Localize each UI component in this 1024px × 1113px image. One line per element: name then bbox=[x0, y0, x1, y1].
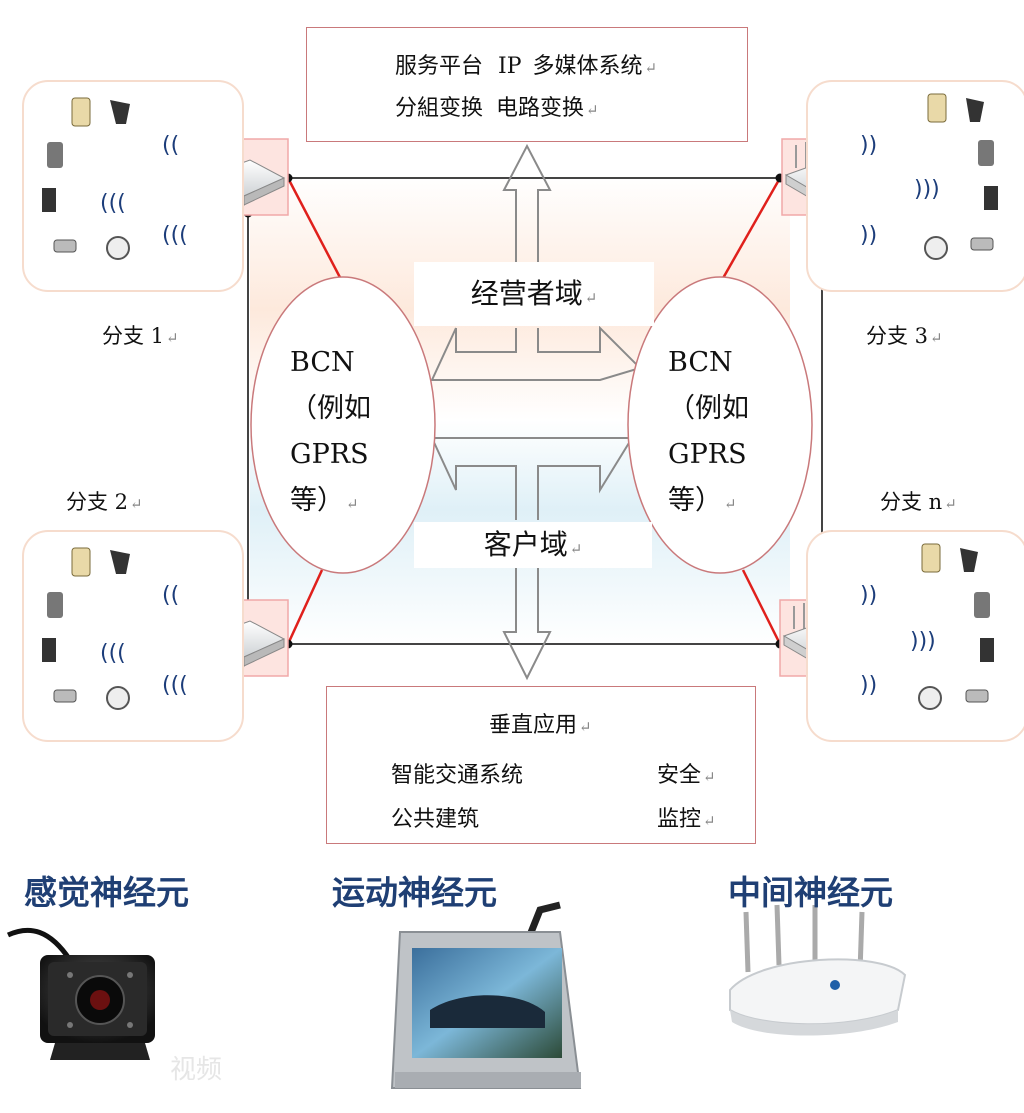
branch-n-devices: )) ))) )) bbox=[860, 543, 994, 710]
camera-picture bbox=[6, 927, 155, 1060]
svg-text:))): ))) bbox=[914, 177, 940, 202]
customer-arrow bbox=[431, 437, 634, 520]
branch-panel-n bbox=[806, 530, 1024, 742]
svg-text:(((: ((( bbox=[100, 191, 126, 216]
return-mark: ↵ bbox=[586, 101, 599, 119]
bcn-text-left: BCN （例如 GPRS 等）↵ bbox=[290, 340, 371, 527]
vertical-apps-title: 垂直应用↵ bbox=[489, 713, 592, 738]
return-mark: ↵ bbox=[569, 540, 583, 558]
branch-label-3: 分支 3↵ bbox=[866, 324, 943, 348]
router-picture bbox=[729, 904, 907, 1036]
svg-text:(((: ((( bbox=[162, 223, 188, 248]
vertical-apps-item-3: 公共建筑 bbox=[391, 807, 480, 832]
customer-domain-label: 客户域 bbox=[483, 528, 568, 561]
bcn-ellipse-right bbox=[627, 276, 813, 574]
svg-text:))): ))) bbox=[910, 629, 936, 654]
bcn-text-right: BCN （例如 GPRS 等）↵ bbox=[668, 340, 749, 527]
operator-arrow bbox=[430, 325, 642, 381]
svg-text:(((: ((( bbox=[162, 673, 188, 698]
bcn-line-3: GPRS bbox=[290, 439, 369, 470]
packet-switching-text: 分組变换 bbox=[395, 96, 484, 121]
bcn-line-4: 等）↵ bbox=[668, 485, 737, 516]
multimedia-system-text: 多媒体系统 bbox=[532, 54, 643, 79]
operator-domain-band: 经营者域↵ bbox=[414, 262, 654, 326]
bcn-line-4: 等）↵ bbox=[290, 485, 359, 516]
vertical-apps-box: 垂直应用↵ 智能交通系统 安全↵ 公共建筑 监控↵ bbox=[326, 686, 756, 844]
sensory-neuron-label: 感觉神经元 bbox=[24, 873, 189, 912]
branch-label-n: 分支 n↵ bbox=[880, 490, 957, 514]
svg-text:((: (( bbox=[162, 133, 179, 158]
inter-neuron-label: 中间神经元 bbox=[728, 873, 893, 912]
customer-domain-band: 客户域↵ bbox=[414, 522, 652, 568]
branch-3-devices: )) ))) )) bbox=[860, 93, 998, 260]
vertical-apps-item-1: 智能交通系统 bbox=[391, 763, 524, 788]
svg-text:(((: ((( bbox=[100, 641, 126, 666]
branch-1-devices: (( ((( ((( bbox=[42, 97, 188, 260]
red-links bbox=[286, 177, 782, 645]
branch-panel-2 bbox=[22, 530, 244, 742]
svg-text:)): )) bbox=[860, 673, 877, 698]
svg-text:)): )) bbox=[860, 583, 877, 608]
branch-panel-1 bbox=[22, 80, 244, 292]
service-platform-box: 服务平台 IP 多媒体系统↵ 分組变换 电路变换↵ bbox=[306, 27, 748, 142]
bcn-line-3: GPRS bbox=[668, 439, 747, 470]
ip-text: IP bbox=[498, 54, 522, 79]
vertical-apps-item-4: 监控↵ bbox=[657, 807, 716, 832]
bcn-line-1: BCN bbox=[668, 347, 733, 378]
bcn-line-2: （例如 bbox=[290, 393, 371, 424]
operator-domain-label: 经营者域 bbox=[470, 277, 583, 310]
svg-text:((: (( bbox=[162, 583, 179, 608]
branch-label-2: 分支 2↵ bbox=[66, 490, 143, 514]
branch-label-1: 分支 1↵ bbox=[102, 324, 179, 348]
watermark-text: 视频 bbox=[170, 1055, 222, 1085]
bcn-line-1: BCN bbox=[290, 347, 355, 378]
service-platform-text: 服务平台 bbox=[395, 54, 484, 79]
return-mark: ↵ bbox=[584, 289, 598, 307]
bcn-ellipse-left bbox=[250, 276, 436, 574]
return-mark: ↵ bbox=[644, 59, 658, 77]
service-platform-line-1: 服务平台 IP 多媒体系统↵ bbox=[395, 48, 657, 80]
branch-2-devices: (( ((( ((( bbox=[42, 547, 188, 710]
monitor-picture bbox=[390, 901, 582, 1089]
down-arrow bbox=[502, 568, 552, 681]
vertical-apps-item-2: 安全↵ bbox=[657, 763, 716, 788]
svg-text:)): )) bbox=[860, 133, 877, 158]
svg-text:)): )) bbox=[860, 223, 877, 248]
motor-neuron-label: 运动神经元 bbox=[332, 873, 497, 912]
circuit-switching-text: 电路变换 bbox=[496, 96, 585, 121]
service-platform-line-2: 分組变换 电路变换↵ bbox=[395, 90, 599, 122]
bcn-line-2: （例如 bbox=[668, 393, 749, 424]
up-arrow bbox=[502, 143, 552, 270]
